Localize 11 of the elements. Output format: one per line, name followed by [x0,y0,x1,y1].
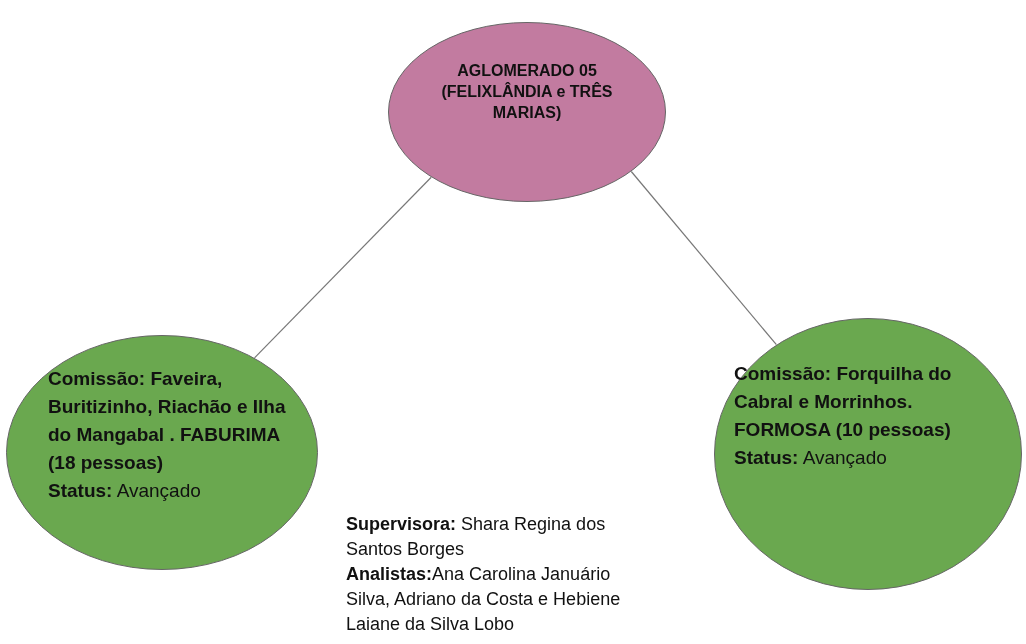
team-note: Supervisora: Shara Regina dos Santos Borges [346,513,607,561]
commission-circle [6,335,318,570]
connector-line [630,170,777,346]
node-title: Comissão: Faveira, Buritizinho, Riachão e Ilha do Mangabal . FABURIMA (18 pessoas) [48,367,287,475]
node-title: AGLOMERADO 05 (FELIXLÂNDIA e TRÊS MARIAS) [440,61,614,123]
status-text: Status: Avançado [48,479,202,503]
commission-circle [714,318,1022,590]
cluster-ellipse [388,22,666,202]
team-note: Analistas:Ana Carolina Januário Silva, Adriano da Costa e Hebiene Laiane da Silva Lobo [346,563,622,636]
connector-line [253,176,432,359]
status-text: Status: Avançado [734,446,888,470]
